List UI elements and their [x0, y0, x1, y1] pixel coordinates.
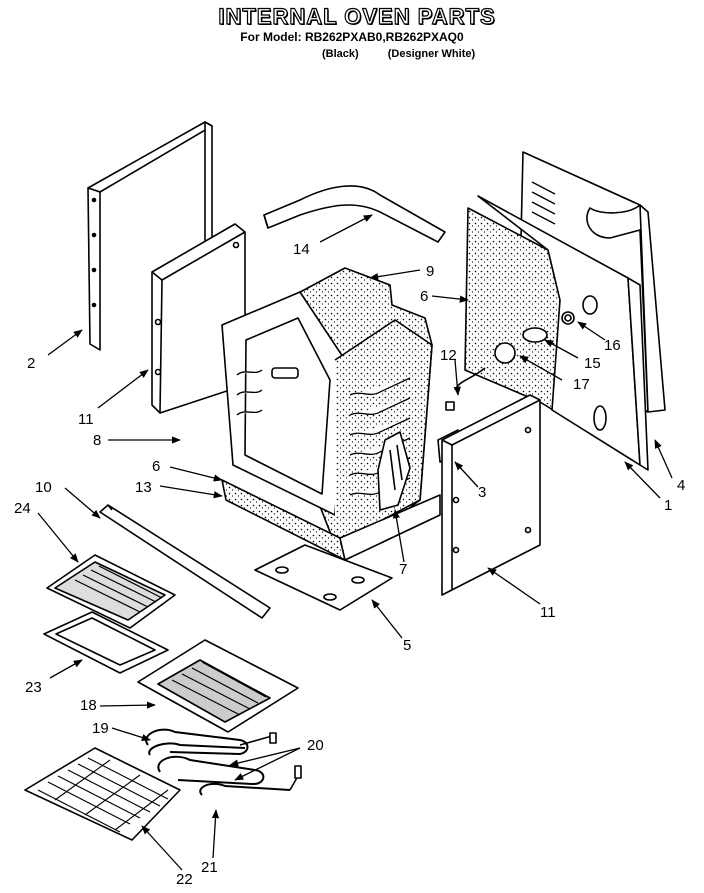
- callout-10: 10: [35, 479, 52, 496]
- callout-21: 21: [201, 859, 218, 876]
- right-side-shield: [441, 394, 541, 596]
- callout-7: 7: [399, 561, 407, 578]
- diagram-header: INTERNAL OVEN PARTS For Model: RB262PXAB…: [0, 3, 704, 44]
- callout-8: 8: [93, 432, 101, 449]
- callout-11-left: 11: [78, 411, 94, 428]
- broiler-pan: [43, 611, 169, 674]
- callout-12: 12: [440, 347, 457, 364]
- callout-16: 16: [604, 337, 621, 354]
- callout-17: 17: [573, 376, 590, 393]
- sensor-assembly: [494, 311, 575, 364]
- diagram-title: INTERNAL OVEN PARTS: [218, 3, 496, 29]
- callout-23: 23: [25, 679, 42, 696]
- broil-element-assembly: [137, 639, 299, 756]
- variant-designer-white: (Designer White): [387, 48, 476, 60]
- callout-6-upper: 6: [420, 288, 428, 305]
- callout-22: 22: [176, 871, 193, 888]
- bottom-cover-panel: [254, 544, 393, 611]
- callout-14: 14: [293, 241, 310, 258]
- callout-3: 3: [478, 484, 486, 501]
- callout-18: 18: [80, 697, 97, 714]
- vent-duct: [263, 185, 446, 243]
- callout-2: 2: [27, 355, 35, 372]
- callout-9: 9: [426, 263, 434, 280]
- callout-19: 19: [92, 720, 109, 737]
- callout-4: 4: [677, 477, 685, 494]
- igniter-bracket: [377, 431, 411, 511]
- variant-black: (Black): [322, 48, 359, 60]
- oven-rack: [24, 747, 181, 841]
- model-variants: (Black) (Designer White): [322, 48, 501, 60]
- rear-insulation-panel: [464, 195, 649, 471]
- callout-20: 20: [307, 737, 324, 754]
- model-line: For Model: RB262PXAB0,RB262PXAQ0: [240, 30, 464, 44]
- callout-6-lower: 6: [152, 458, 160, 475]
- callout-1: 1: [664, 497, 672, 514]
- callout-15: 15: [584, 355, 601, 372]
- callout-5: 5: [403, 637, 411, 654]
- callout-13: 13: [135, 479, 152, 496]
- bottom-insulation-strip: [221, 479, 441, 561]
- broiler-pan-grid: [46, 554, 176, 629]
- callout-11-right: 11: [540, 604, 556, 621]
- front-rail: [99, 504, 271, 619]
- callout-24: 24: [14, 500, 31, 517]
